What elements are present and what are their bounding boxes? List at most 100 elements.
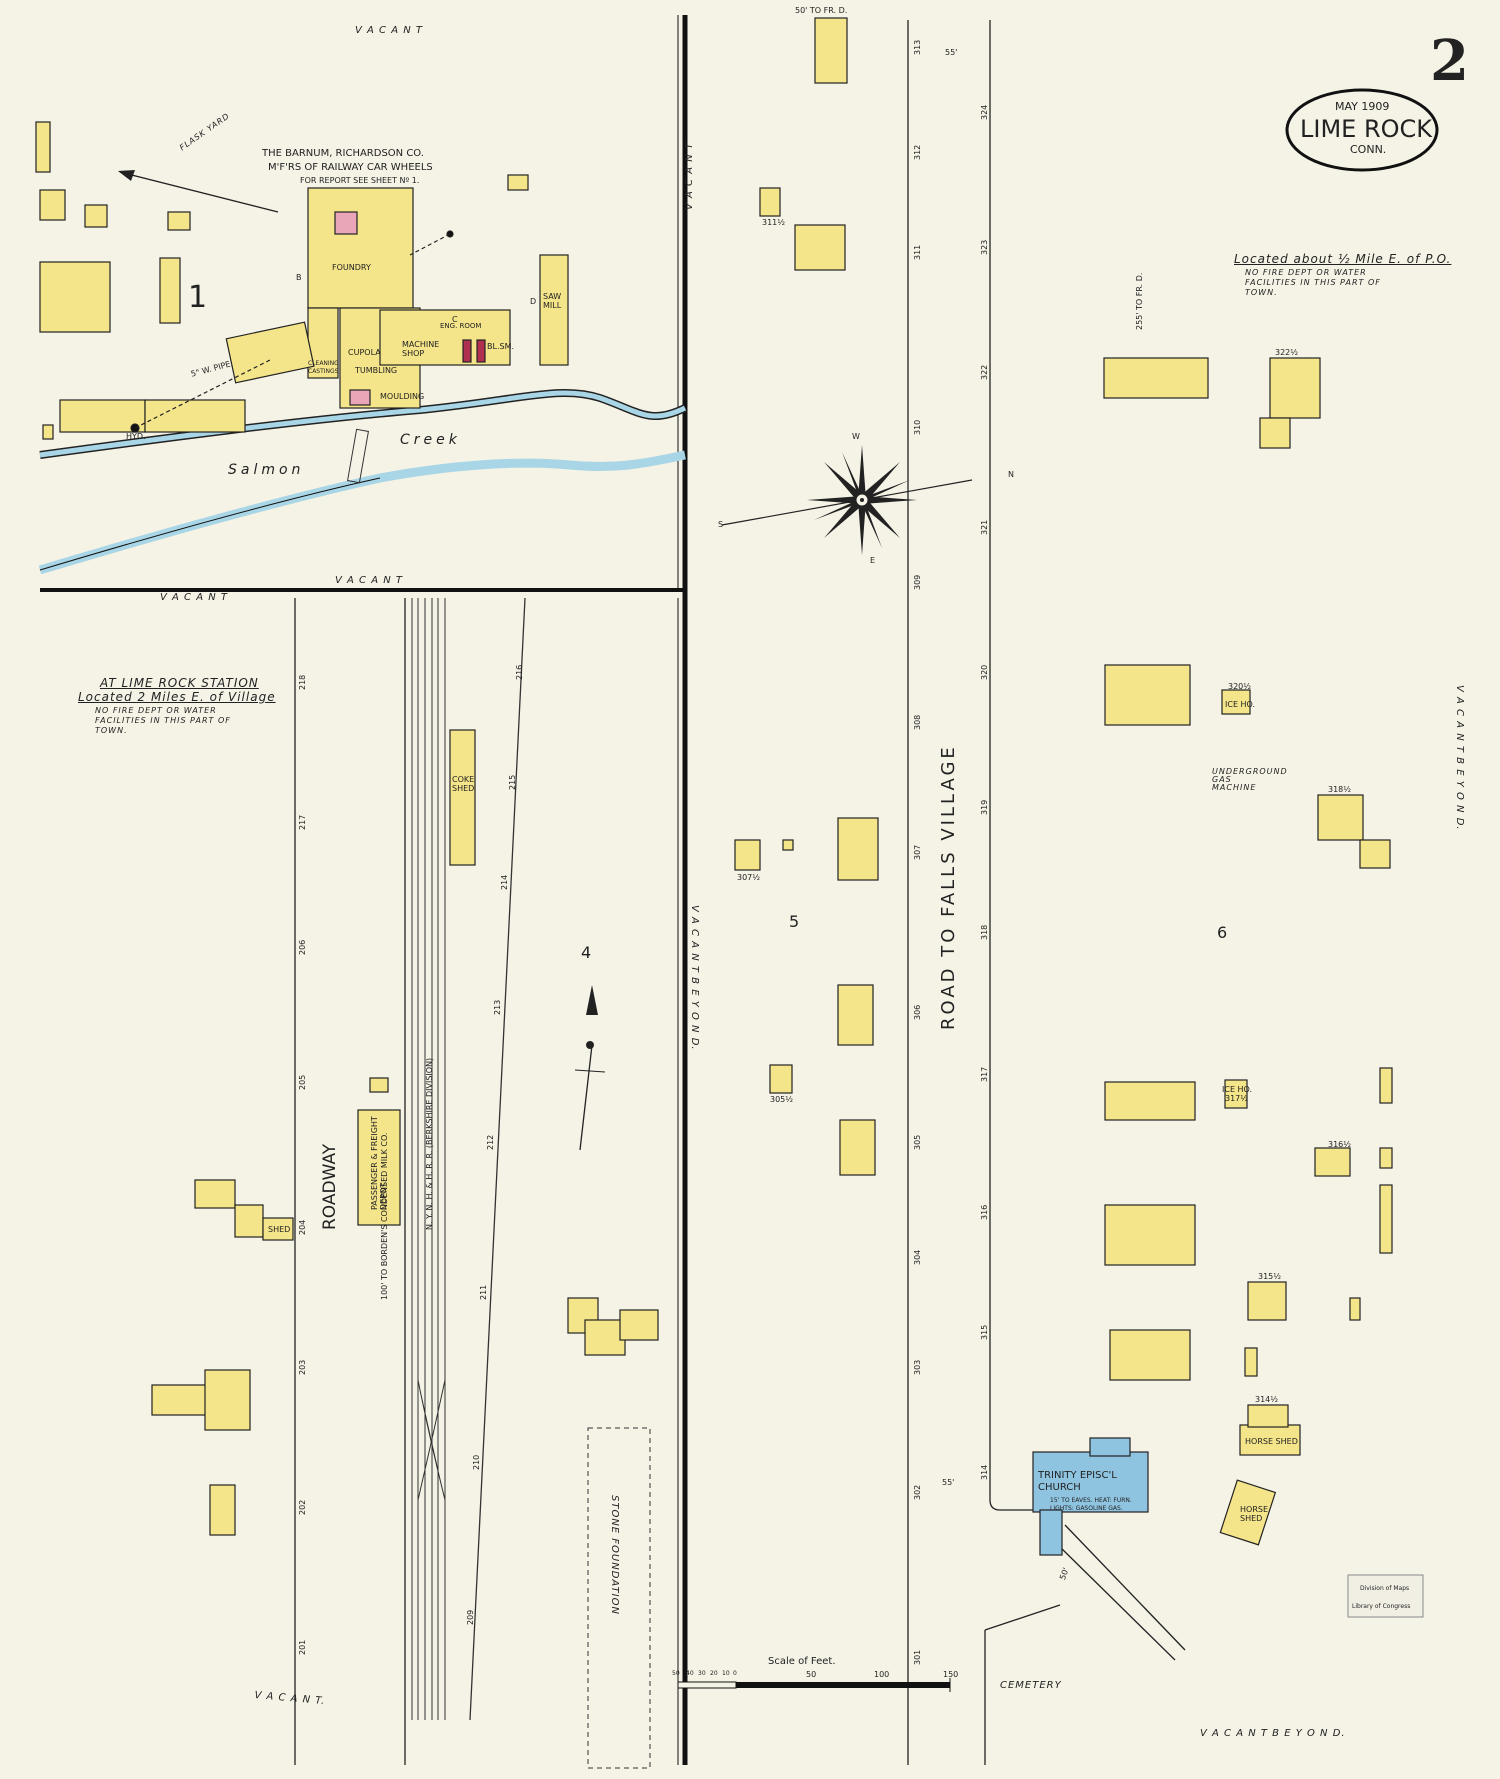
rail-num-217: 217: [298, 814, 307, 830]
road-num-320: 320: [980, 664, 989, 680]
hydrant-label: HYD.: [126, 432, 146, 441]
scale-tick-40: 40: [686, 1670, 694, 1677]
road-num-303: 303: [913, 1359, 922, 1375]
horse-shed1-label: HORSE SHED: [1245, 1437, 1298, 1446]
east-facilities-note: NO FIRE DEPT OR WATER FACILITIES IN THIS…: [1245, 268, 1381, 297]
factory-complex: [35, 121, 569, 440]
road-num-309: 309: [913, 574, 922, 590]
rail-num-201: 201: [298, 1639, 307, 1655]
factory-desc: M'F'RS OF RAILWAY CAR WHEELS: [268, 162, 433, 173]
title-cartouche: [1285, 88, 1439, 172]
rail-num-213: 213: [493, 999, 502, 1015]
factory-section-c: C: [452, 315, 458, 324]
road-num-313: 313: [913, 39, 922, 55]
sheet-state: CONN.: [1350, 143, 1387, 156]
road-num-302: 302: [913, 1484, 922, 1500]
factory-section-d: D: [530, 297, 537, 306]
rail-num-216: 216: [515, 664, 524, 680]
stamp-line1: Division of Maps: [1360, 1585, 1410, 1592]
road-num-310: 310: [913, 419, 922, 435]
compass-s: S: [718, 520, 724, 529]
rail-num-203: 203: [298, 1359, 307, 1375]
rail-num-212: 212: [486, 1134, 495, 1150]
trinity-church: [1032, 1437, 1149, 1556]
horse-shed2-label: HORSE SHED: [1240, 1505, 1269, 1523]
stone-foundation-outline: [587, 1427, 651, 1769]
rail-num-205: 205: [298, 1074, 307, 1090]
railroad-label: N. Y. N. H. & H. R. R. (BERKSHIRE DIVISI…: [425, 1057, 434, 1230]
machine-shop-label: MACHINE SHOP: [402, 340, 440, 358]
road-num-308: 308: [913, 714, 922, 730]
sheet-town: LIME ROCK: [1300, 115, 1433, 143]
road-to-falls-village-label: ROAD TO FALLS VILLAGE: [938, 744, 959, 1030]
block-number-1: 1: [188, 280, 208, 315]
station-location: Located 2 Miles E. of Village: [78, 690, 276, 704]
house-num-311: 311½: [762, 218, 786, 227]
fr-d2-label: 255' TO FR. D.: [1135, 272, 1144, 330]
underground-gas-label: UNDERGROUND GAS MACHINE: [1212, 767, 1288, 792]
road-num-323: 323: [980, 239, 989, 255]
scale-tick-30: 30: [698, 1670, 706, 1677]
moulding-label: MOULDING: [380, 392, 425, 401]
house-num-322: 322½: [1275, 348, 1299, 357]
house-num-314: 314½: [1255, 1395, 1279, 1404]
house-num-307: 307½: [737, 873, 761, 882]
creek-label: Creek: [400, 432, 461, 448]
road-num-306: 306: [913, 1004, 922, 1020]
road-num-304: 304: [913, 1249, 922, 1265]
house-num-317: 317½: [1225, 1094, 1249, 1103]
ice-house2-label: ICE HO.: [1222, 1085, 1253, 1094]
eng-room-label: ENG. ROOM: [440, 322, 482, 330]
roadway-label: ROADWAY: [320, 1143, 340, 1230]
sheet-date: MAY 1909: [1335, 100, 1390, 113]
road-num-311: 311: [913, 244, 922, 260]
shed-label: SHED: [268, 1225, 291, 1234]
scale-bar: [677, 1678, 951, 1692]
north-arrow: [579, 1044, 593, 1151]
rail-num-211: 211: [479, 1284, 488, 1300]
compass-n: N: [1008, 470, 1014, 479]
cleaning-label: CLEANING CASTINGS: [308, 360, 339, 375]
rail-num-210: 210: [472, 1454, 481, 1470]
road-num-318: 318: [980, 924, 989, 940]
vacant-beyond-bottom-label: V A C A N T B E Y O N D.: [1200, 1728, 1346, 1739]
compass-rose: [721, 445, 973, 555]
library-stamp: [1347, 1574, 1424, 1618]
house-num-315: 315½: [1258, 1272, 1282, 1281]
scale-tick-100: 100: [874, 1670, 890, 1679]
road-num-312: 312: [913, 144, 922, 160]
east-location-note: Located about ½ Mile E. of P.O.: [1234, 252, 1452, 266]
scale-tick-50l: 50: [672, 1670, 680, 1677]
distance-55-bottom: 55': [942, 1478, 955, 1487]
church-name-label: TRINITY EPISC'L CHURCH: [1038, 1470, 1117, 1493]
road-num-305: 305: [913, 1134, 922, 1150]
scale-tick-10: 10: [722, 1670, 730, 1677]
road-num-315: 315: [980, 1324, 989, 1340]
scale-title: Scale of Feet.: [768, 1656, 836, 1667]
cemetery-label: CEMETERY: [1000, 1680, 1062, 1691]
cemetery-road-line: [1064, 1524, 1186, 1651]
rail-num-206: 206: [298, 939, 307, 955]
rail-num-218: 218: [298, 674, 307, 690]
scale-tick-150: 150: [943, 1670, 959, 1679]
station-heading: AT LIME ROCK STATION: [100, 676, 259, 690]
scale-tick-20: 20: [710, 1670, 718, 1677]
factory-report: FOR REPORT SEE SHEET Nº 1.: [300, 176, 420, 185]
vacant-beyond-mid-label: V A C A N T B E Y O N D.: [689, 905, 700, 1051]
rail-num-215: 215: [508, 774, 517, 790]
road-num-314: 314: [980, 1464, 989, 1480]
condensed-milk-label: 100' TO BORDEN'S CONDENSED MILK CO.: [380, 1132, 389, 1300]
road-num-324: 324: [980, 104, 989, 120]
cupola-label: CUPOLA: [348, 348, 381, 357]
stamp-line2: Library of Congress: [1352, 1603, 1411, 1610]
flask-yard-arrow: [119, 171, 279, 213]
scale-tick-0: 0: [733, 1670, 737, 1677]
church-note-label: 15' TO EAVES. HEAT: FURN. LIGHTS: GASOLI…: [1050, 1497, 1132, 1512]
railroad-tracks: [411, 597, 526, 1721]
scale-tick-50: 50: [806, 1670, 817, 1679]
house-num-318: 318½: [1328, 785, 1352, 794]
factory-name: THE BARNUM, RICHARDSON CO.: [262, 148, 424, 159]
house-num-316: 316½: [1328, 1140, 1352, 1149]
